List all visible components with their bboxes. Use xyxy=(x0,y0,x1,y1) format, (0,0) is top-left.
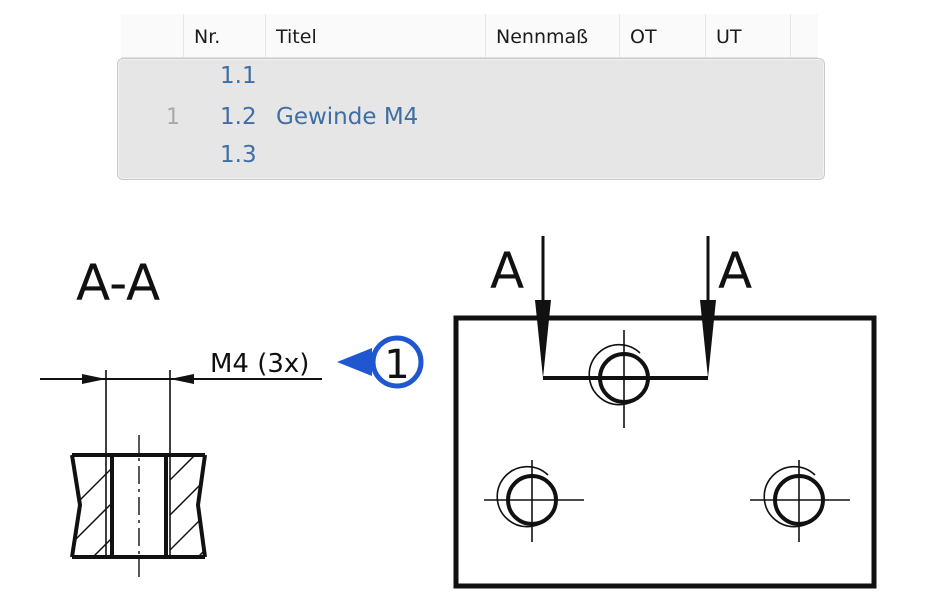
column-header-titel[interactable]: Titel xyxy=(265,14,485,57)
row-number: 1.3 xyxy=(220,142,257,168)
group-label: 1 xyxy=(166,105,180,130)
table-row[interactable]: 1.3 xyxy=(118,140,824,171)
column-header-nr[interactable]: Nr. xyxy=(183,14,265,57)
table-row[interactable]: 1.1 xyxy=(118,61,824,92)
extension-lines xyxy=(105,370,171,557)
section-mark-left: A xyxy=(490,242,524,300)
thread-callout: M4 (3x) xyxy=(210,349,309,379)
table-row[interactable]: 1 1.2 Gewinde M4 xyxy=(118,102,824,133)
section-title: A-A xyxy=(76,254,160,312)
balloon-circle xyxy=(370,335,424,389)
part-outline xyxy=(453,315,877,589)
row-title: Gewinde M4 xyxy=(276,104,419,130)
section-mark-right: A xyxy=(718,242,752,300)
column-header-nennmass[interactable]: Nennmaß xyxy=(485,14,619,57)
row-number: 1.2 xyxy=(220,104,257,130)
threaded-hole[interactable] xyxy=(584,330,664,428)
balloon-number: 1 xyxy=(384,342,409,388)
section-line xyxy=(535,236,716,380)
threaded-hole[interactable] xyxy=(750,460,850,542)
table-row-group[interactable]: 1.1 1 1.2 Gewinde M4 1.3 xyxy=(117,58,825,180)
balloon-pointer xyxy=(337,348,372,376)
threaded-hole[interactable] xyxy=(484,460,584,542)
section-part xyxy=(70,435,207,578)
column-header-ut[interactable]: UT xyxy=(705,14,791,57)
column-header-ot[interactable]: OT xyxy=(619,14,705,57)
table-header: Nr. Titel Nennmaß OT UT xyxy=(121,14,818,58)
row-number: 1.1 xyxy=(220,63,257,89)
balloon-callout[interactable]: 1 xyxy=(337,335,424,389)
thread-dimension xyxy=(40,374,322,384)
